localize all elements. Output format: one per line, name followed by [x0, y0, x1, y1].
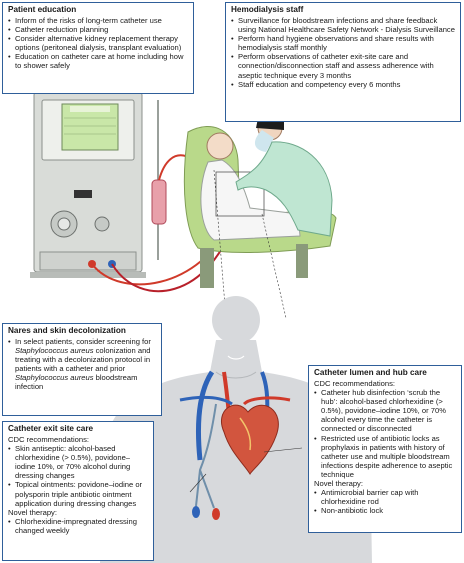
list-item: Non-antibiotic lock	[314, 506, 457, 515]
exit-site-title: Catheter exit site care	[8, 424, 94, 433]
list-item: Consider alternative kidney replacement …	[8, 34, 189, 52]
lumen-hub-title: Catheter lumen and hub care	[314, 368, 427, 377]
machine-display	[74, 190, 92, 198]
exit-site-novel-label: Novel therapy:	[8, 507, 57, 517]
patient-head	[206, 132, 234, 160]
patient-education-box: Patient education Inform of the risks of…	[2, 2, 194, 94]
list-item: Catheter reduction planning	[8, 25, 189, 34]
list-item: Catheter hub disinfection ‘scrub the hub…	[314, 388, 457, 433]
arterial-hub	[212, 508, 220, 520]
hemodialysis-staff-box: Hemodialysis staff Surveillance for bloo…	[225, 2, 461, 122]
organism-name: Staphylococcus aureus	[15, 346, 94, 356]
list-item: Staff education and competency every 6 m…	[231, 80, 456, 89]
list-item: Antimicrobial barrier cap with chlorhexi…	[314, 488, 457, 506]
list-item: In select patients, consider screening f…	[8, 337, 157, 392]
lumen-hub-care-box: Catheter lumen and hub care CDC recommen…	[308, 365, 462, 533]
patient-gown	[200, 159, 301, 241]
venous-hub	[192, 506, 200, 518]
nares-text-pre: In select patients, consider screening f…	[15, 337, 151, 346]
nurse-scrubs	[235, 141, 333, 237]
lumen-hub-novel-label: Novel therapy:	[314, 479, 363, 489]
nares-decolonization-box: Nares and skin decolonization In select …	[2, 323, 162, 416]
nares-title: Nares and skin decolonization	[8, 326, 126, 335]
list-item: Perform hand hygiene observations and sh…	[231, 34, 456, 52]
catheter-line	[195, 403, 217, 507]
organism-name: Staphylococcus aureus	[15, 373, 94, 383]
exit-site-subtitle: CDC recommendations:	[8, 435, 90, 444]
jugular-vein	[196, 370, 215, 461]
torso-anatomy	[100, 296, 372, 563]
list-item: Surveillance for bloodstream infections …	[231, 16, 456, 34]
list-item: Restricted use of antibiotic locks as pr…	[314, 434, 457, 479]
dialyzer	[151, 179, 167, 225]
hemodialysis-staff-title: Hemodialysis staff	[231, 5, 304, 14]
list-item: Chlorhexidine-impregnated dressing chang…	[8, 517, 149, 535]
nares-text-mid: colonization and treating with a decolon…	[15, 346, 151, 374]
list-item: Skin antiseptic: alcohol-based chlorhexi…	[8, 444, 149, 480]
list-item: Topical ointments: povidone–iodine or po…	[8, 480, 149, 507]
dialysis-machine	[30, 91, 146, 278]
nares-text-post: bloodstream infection	[15, 373, 138, 392]
patient-education-title: Patient education	[8, 5, 77, 14]
list-item: Inform of the risks of long-term cathete…	[8, 16, 189, 25]
lumen-hub-subtitle: CDC recommendations:	[314, 379, 396, 388]
list-item: Perform observations of catheter exit-si…	[231, 52, 456, 79]
exit-site-care-box: Catheter exit site care CDC recommendati…	[2, 421, 154, 561]
list-item: Education on catheter care at home inclu…	[8, 52, 189, 70]
